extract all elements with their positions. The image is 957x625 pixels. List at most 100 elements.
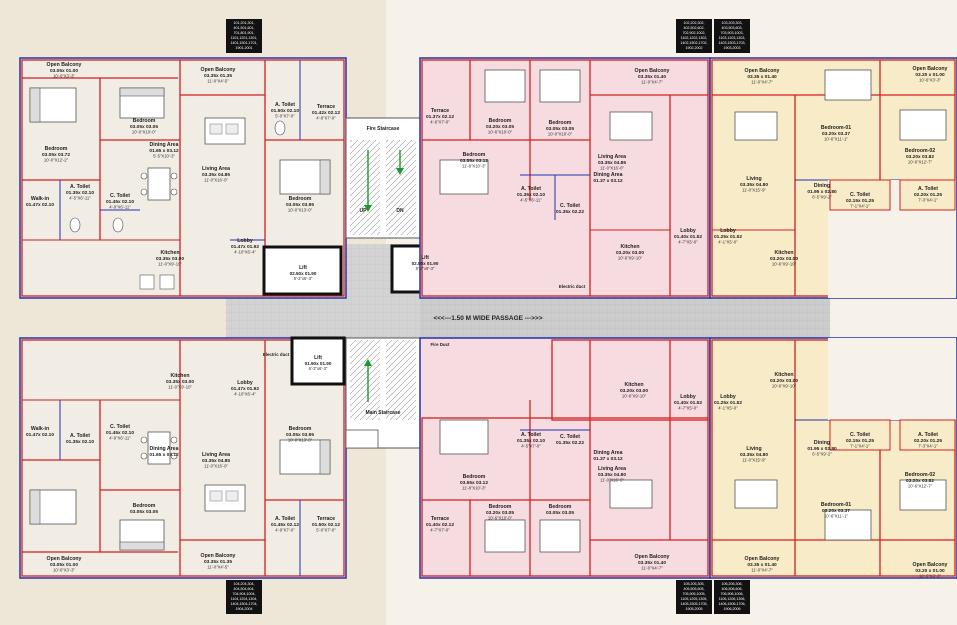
bl-walk-in-size: 01.47x 02.10 xyxy=(26,432,54,438)
tl-terrace-name: Terrace xyxy=(317,104,335,110)
unit-number-line: 703,903,1003, xyxy=(721,31,744,35)
tr-lobby-name: Lobby xyxy=(680,228,696,234)
bfr-bedroom-01-name: Bedroom-01 xyxy=(821,502,851,508)
tl-balcony-left-imperial: 10'-0"X3'-3" xyxy=(53,74,75,79)
tfr-living-size: 03.35x 04.80 xyxy=(740,182,768,188)
br-bedroom-a-imperial: 10'-6"X10'-0" xyxy=(488,516,513,521)
bl-lobby-name: Lobby xyxy=(237,380,253,386)
tr-balcony-name: Open Balcony xyxy=(635,68,670,74)
bl-balcony-right-imperial: 11'-0"X4'-5" xyxy=(207,565,229,570)
unit-number-line: 701,801,901, xyxy=(234,31,255,35)
bl-a-toilet-right-imperial: 4'-9"X7'-0" xyxy=(275,528,295,533)
bfr-kitchen-imperial: 10'-6"X9'-10" xyxy=(772,384,797,389)
tl-bedroom-mid-size: 03.05x 03.05 xyxy=(130,124,158,130)
main-staircase-label: Main Staircase xyxy=(365,410,400,416)
tr-living-size: 03.35x 04.85 xyxy=(598,160,626,166)
bl-bedroom-mid-name: Bedroom xyxy=(133,503,156,509)
tl-dining-size: 01.65 x 03.12 xyxy=(149,148,179,154)
unit-number-tag xyxy=(226,19,262,53)
tr-balcony-imperial: 11'-0"X4'-7" xyxy=(641,80,663,85)
bl-c-toilet-size: 01.45x 02.10 xyxy=(106,430,134,436)
tfr-kitchen-imperial: 10'-6"X9'-10" xyxy=(772,262,797,267)
br-a-toilet-size: 01.35x 02.10 xyxy=(517,438,545,444)
tl-bedroom-left-size: 03.05x 03.72 xyxy=(42,152,70,158)
bl-living-imperial: 11'-0"X16'-0" xyxy=(204,464,228,469)
tl-c-toilet-name: C. Toilet xyxy=(110,193,130,199)
tr-bedroom-b-name: Bedroom xyxy=(549,120,572,126)
tfr-a-toilet-size: 02.20x 01.25 xyxy=(914,192,942,198)
bl-c-toilet-name: C. Toilet xyxy=(110,424,130,430)
unit-number-line: 103,203,303, xyxy=(722,21,743,25)
tfr-balcony-size: 03.35 x 01.40 xyxy=(747,74,777,80)
tfr-a-toilet-imperial: 7'-3"X4'-1" xyxy=(918,198,938,203)
tfr-bedroom-02-imperial: 10'-6"X12'-7" xyxy=(908,160,933,165)
unit-number-line: 1403,1503,1703, xyxy=(719,41,746,45)
br-living-size: 03.35x 04.80 xyxy=(598,472,626,478)
tr-dining-name: Dining Area xyxy=(594,172,623,178)
br-kitchen-imperial: 10'-6"X9'-10" xyxy=(622,394,647,399)
bl-balcony-left-name: Open Balcony xyxy=(47,556,82,562)
tr-living-imperial: 11'-0"X16'-0" xyxy=(600,166,624,171)
unit-number-line: 1406,1506,1706, xyxy=(719,602,746,606)
bl-bedroom-right-imperial: 10'-0"X13'-0" xyxy=(288,438,313,443)
tfr-dining-name: Dining xyxy=(814,183,830,189)
unit-number-line: 1906,2006 xyxy=(724,607,741,611)
unit-number-tag xyxy=(226,580,262,614)
bfr-lobby-name: Lobby xyxy=(720,394,736,400)
lift-2-label: Lift xyxy=(421,255,429,261)
bl-terrace-size: 01.50x 02.12 xyxy=(312,522,340,528)
tl-a-toilet-left-size: 01.35x 02.10 xyxy=(66,190,94,196)
unit-number-line: 104,204,304, xyxy=(234,582,255,586)
bl-bedroom-right-size: 03.05x 03.95 xyxy=(286,432,314,438)
bfr-bedroom-01-size: 03.20x 03.37 xyxy=(822,508,850,514)
tfr-bedroom-02-size: 03.20x 03.82 xyxy=(906,154,934,160)
br-balcony-name: Open Balcony xyxy=(635,554,670,560)
bl-living-size: 03.35x 04.85 xyxy=(202,458,230,464)
bfr-living-name: Living xyxy=(746,446,761,452)
br-kitchen-name: Kitchen xyxy=(624,382,643,388)
bl-terrace-imperial: 5'-0"X7'-0" xyxy=(316,528,336,533)
tl-kitchen-name: Kitchen xyxy=(160,250,179,256)
stair-dn-label: DN xyxy=(396,208,404,214)
tl-bedroom-right-size: 03.05x 03.95 xyxy=(286,202,314,208)
tl-kitchen-size: 03.35x 03.00 xyxy=(156,256,184,262)
tfr-balcony-imperial: 11'-0"X4'-7" xyxy=(751,80,773,85)
tr-bedroom-b-imperial: 10'-0"X10'-0" xyxy=(548,132,573,137)
bfr-c-toilet-imperial: 7'-1"X4'-1" xyxy=(850,444,870,449)
unit-number-line: 1901,2001 xyxy=(236,46,253,50)
tl-living-imperial: 11'-0"X16'-0" xyxy=(204,178,228,183)
lift-2-size: 02.50x 01.90 xyxy=(412,261,439,266)
bfr-bedroom-02-size: 03.20x 03.82 xyxy=(906,478,934,484)
bl-c-toilet-imperial: 4'-9"X6'-11" xyxy=(109,436,131,441)
tl-walk-in-size: 01.47x 02.10 xyxy=(26,202,54,208)
tr-lobby-size: 01.40x 01.52 xyxy=(674,234,702,240)
tl-lobby-name: Lobby xyxy=(237,238,253,244)
tr-a-toilet-size: 01.35x 02.10 xyxy=(517,192,545,198)
bfr-balcony-imperial: 11'-0"X4'-7" xyxy=(751,568,773,573)
unit-number-line: 101,201,301, xyxy=(234,21,255,25)
br-living-name: Living Area xyxy=(598,466,626,472)
tl-living-name: Living Area xyxy=(202,166,230,172)
tr-dining-size: 01.37 x 03.12 xyxy=(593,178,623,184)
unit-number-line: 1405,1505,1705, xyxy=(681,602,708,606)
bfr-balcony-far-size: 03.20 x 01.00 xyxy=(915,568,945,574)
furniture-bed-icon xyxy=(29,87,331,195)
bl-lobby-size: 01.47x 01.92 xyxy=(231,386,259,392)
tr-balcony-size: 03.35x 01.40 xyxy=(638,74,666,80)
br-a-toilet-name: A. Toilet xyxy=(521,432,541,438)
unit-number-line: 1104,1204,1304, xyxy=(231,597,258,601)
tl-walk-in-name: Walk-in xyxy=(31,196,49,202)
bfr-living-imperial: 11'-0"X15'-9" xyxy=(742,458,766,463)
tr-kitchen-imperial: 10'-6"X9'-10" xyxy=(618,256,643,261)
br-bedroom-c-imperial: 11'-8"X10'-3" xyxy=(462,486,486,491)
br-c-toilet-name: C. Toilet xyxy=(560,434,580,440)
tr-bedroom-c-name: Bedroom xyxy=(463,152,486,158)
tl-balcony-left-size: 03.05x 01.00 xyxy=(50,68,78,74)
tl-bedroom-mid-imperial: 10'-0"X10'-0" xyxy=(132,130,157,135)
tfr-bedroom-01-size: 03.20x 03.37 xyxy=(822,131,850,137)
stair-up-label: UP xyxy=(360,208,368,214)
furniture-bed-icon xyxy=(439,69,947,553)
tfr-dining-imperial: 6'-5"X9'-2" xyxy=(812,195,832,200)
tr-bedroom-a-size: 03.20x 03.05 xyxy=(486,124,514,130)
bl-balcony-left-size: 03.05x 01.00 xyxy=(50,562,78,568)
